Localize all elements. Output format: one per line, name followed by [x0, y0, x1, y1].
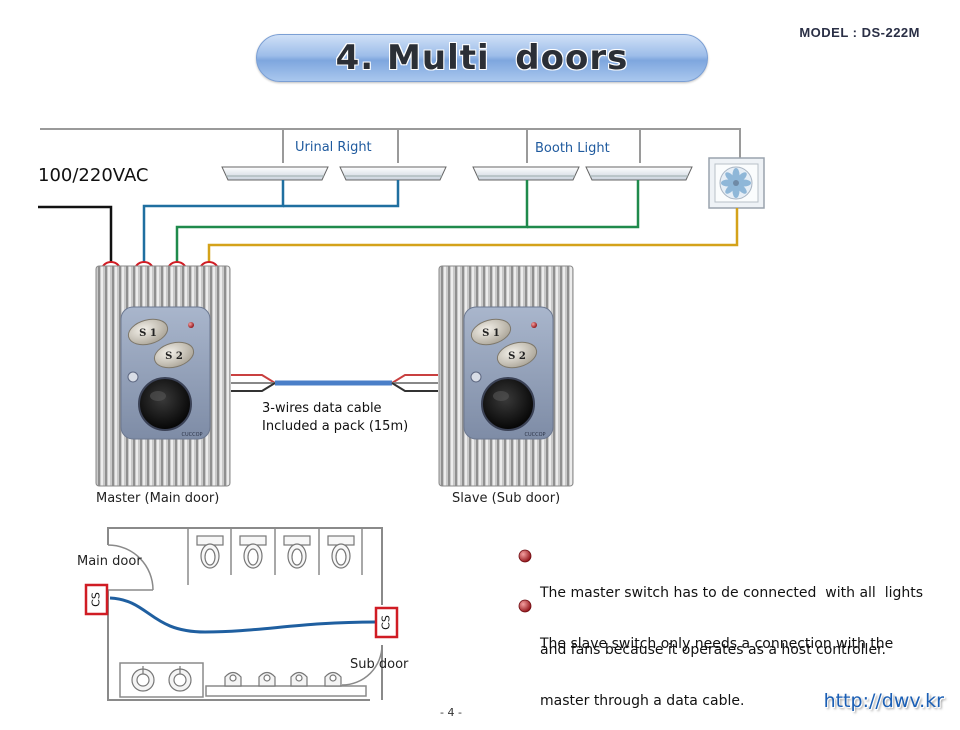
master-cs-marker: CS	[84, 583, 109, 616]
master-switch-device: S 1 S 2 CUCCOP	[95, 265, 231, 487]
light-sensor-icon	[127, 371, 139, 383]
note-item: The master switch has to de connected wi…	[540, 546, 923, 679]
slave-label: Slave (Sub door)	[452, 491, 560, 506]
bullet-icon	[518, 599, 532, 613]
status-led-icon	[531, 322, 537, 328]
note-item: The slave switch only needs a connection…	[540, 597, 893, 730]
cable-label-line-2: Included a pack (15m)	[262, 419, 408, 434]
bullet-icon	[518, 549, 532, 563]
wire-terminal-1-branch	[283, 180, 400, 208]
urinal-icon	[258, 671, 276, 687]
toilet-icon	[327, 535, 355, 569]
light-group-urinal-label: Urinal Right	[295, 140, 372, 155]
slave-s1-label: S 1	[482, 328, 500, 339]
page-number: - 4 -	[440, 706, 462, 719]
master-s2-label: S 2	[165, 351, 183, 362]
urinal-icon	[224, 671, 242, 687]
sub-door-label: Sub door	[350, 657, 409, 672]
toilet-icon	[283, 535, 311, 569]
toilet-icon	[239, 535, 267, 569]
slave-brand-label: CUCCOP	[524, 432, 545, 438]
motion-sensor-lens	[138, 377, 192, 431]
fan-icon	[708, 157, 765, 209]
power-label: 100/220VAC	[38, 165, 149, 186]
cable-label-line-1: 3-wires data cable	[262, 401, 382, 416]
slave-switch-device: S 1 S 2 CUCCOP	[438, 265, 574, 487]
power-bus	[40, 128, 741, 163]
page-title: 4. Multi doors	[335, 38, 629, 78]
urinal-icon	[324, 671, 342, 687]
slave-s2-label: S 2	[508, 351, 526, 362]
light-group-booth-label: Booth Light	[535, 141, 610, 156]
note-2-line-2: master through a data cable.	[540, 693, 745, 709]
sub-door-icon	[341, 644, 383, 686]
note-1-line-2: and fans because it operates as a host c…	[540, 642, 886, 658]
s1-button	[127, 318, 169, 346]
light-fixture-icon	[585, 166, 693, 181]
data-cable	[231, 374, 438, 392]
s2-button	[153, 341, 195, 369]
wire-terminal-3	[207, 208, 739, 265]
note-2-line-1: The slave switch only needs a connection…	[540, 636, 894, 652]
light-fixture-icon	[339, 166, 447, 181]
wire-terminal-0	[38, 205, 113, 265]
master-s1-label: S 1	[139, 328, 157, 339]
master-brand-label: CUCCOP	[181, 432, 202, 438]
s2-button	[496, 341, 538, 369]
note-1-line-1: The master switch has to de connected wi…	[540, 585, 924, 601]
slave-cs-text: CS	[380, 615, 393, 630]
wire-terminal-2-branch	[527, 180, 640, 229]
main-door-label: Main door	[77, 554, 142, 569]
urinal-icon	[290, 671, 308, 687]
master-label: Master (Main door)	[96, 491, 219, 506]
title-banner: 4. Multi doors	[256, 34, 708, 82]
toilet-icon	[196, 535, 224, 569]
sink-icon	[168, 666, 192, 692]
model-label: MODEL : DS-222M	[799, 25, 920, 40]
wire-terminal-1	[142, 180, 285, 265]
s1-button	[470, 318, 512, 346]
status-led-icon	[188, 322, 194, 328]
motion-sensor-lens	[481, 377, 535, 431]
light-sensor-icon	[470, 371, 482, 383]
website-link[interactable]: http://dwv.kr	[823, 690, 944, 712]
floorplan-data-cable	[109, 596, 377, 634]
light-fixture-icon	[472, 166, 580, 181]
wire-terminal-2	[175, 180, 529, 265]
light-fixture-icon	[221, 166, 329, 181]
master-cs-text: CS	[90, 592, 103, 607]
slave-cs-marker: CS	[374, 606, 399, 639]
control-wires	[38, 180, 739, 265]
sink-icon	[131, 666, 155, 692]
